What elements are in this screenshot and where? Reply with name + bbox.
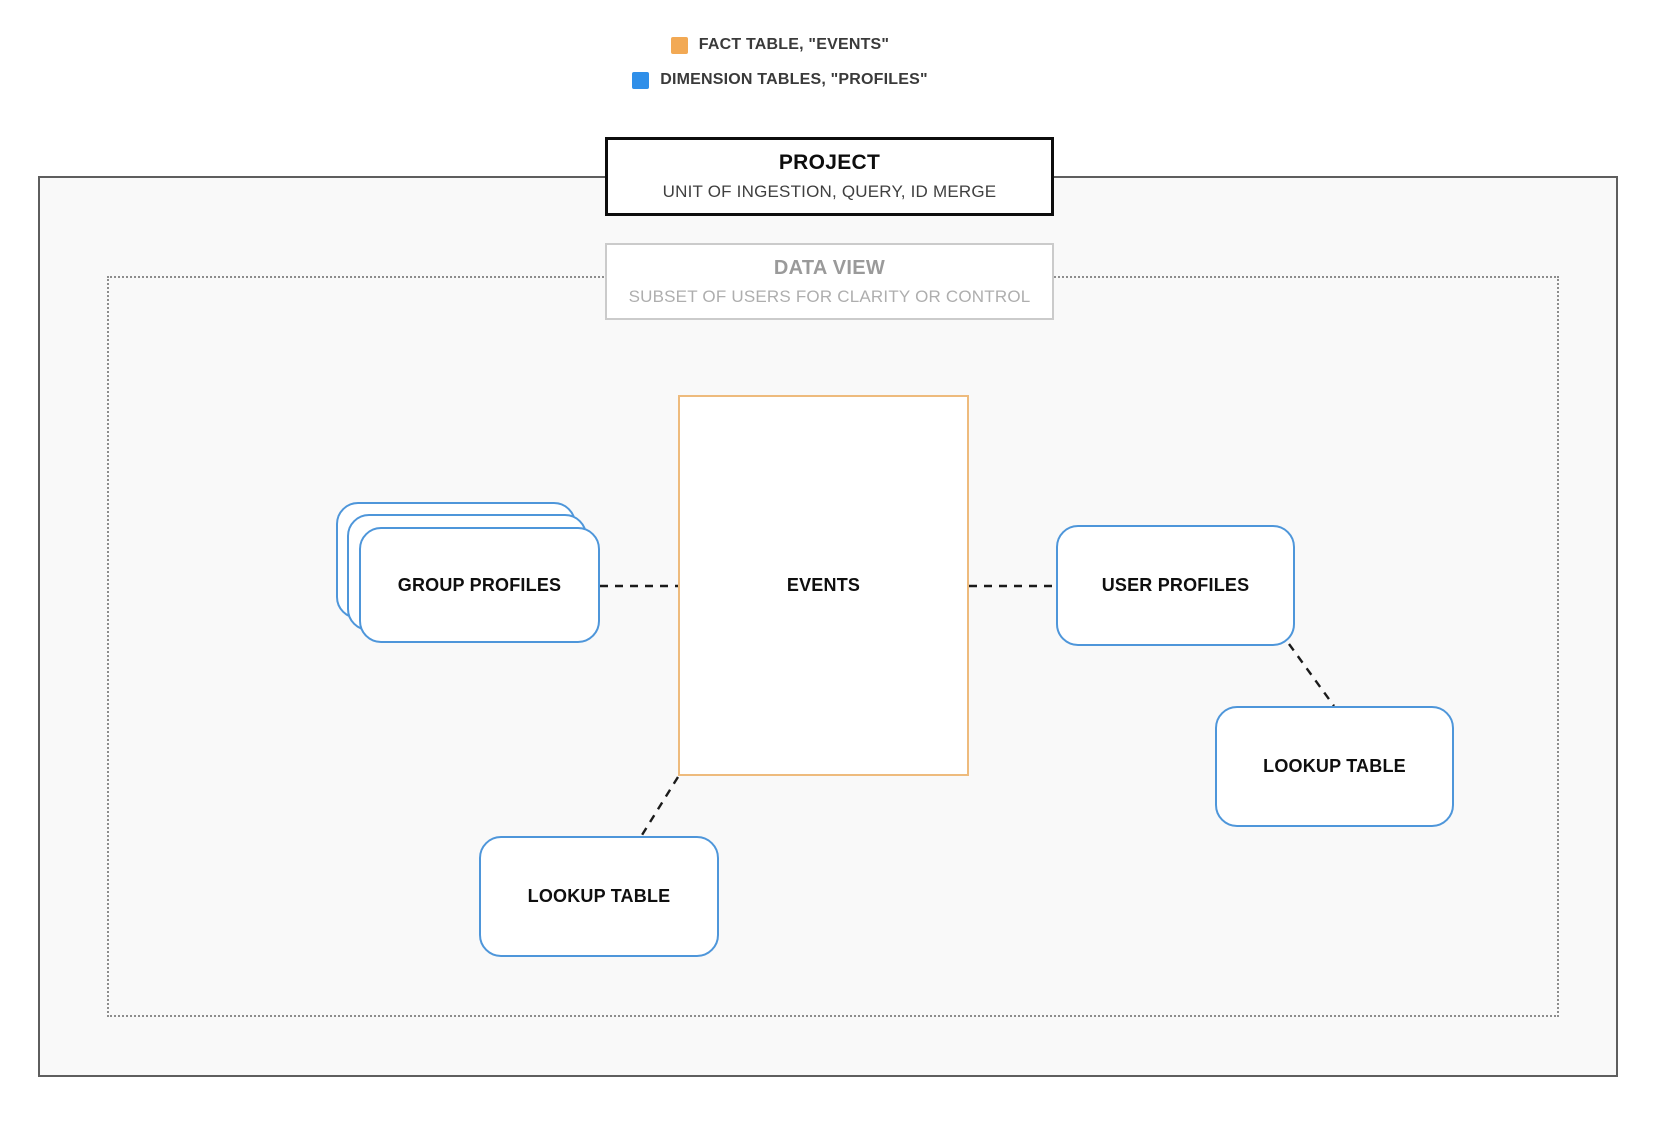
project-header: PROJECT UNIT OF INGESTION, QUERY, ID MER… <box>605 137 1054 216</box>
legend-item-fact-table: FACT TABLE, "EVENTS" <box>670 36 890 54</box>
fact-table-swatch-icon <box>670 36 688 54</box>
user-profiles-label: USER PROFILES <box>1101 575 1250 595</box>
node-user-profiles: USER PROFILES <box>1056 525 1295 646</box>
data-view-title: DATA VIEW <box>773 256 886 279</box>
lookup-table-bottom-label: LOOKUP TABLE <box>527 886 671 906</box>
node-lookup-table-right: LOOKUP TABLE <box>1215 706 1454 827</box>
events-label: EVENTS <box>786 575 861 595</box>
data-view-header: DATA VIEW SUBSET OF USERS FOR CLARITY OR… <box>605 243 1054 320</box>
node-group-profiles: GROUP PROFILES <box>359 527 600 643</box>
legend-item-dimension-tables: DIMENSION TABLES, "PROFILES" <box>632 71 928 89</box>
legend-label-dimension-tables: DIMENSION TABLES, "PROFILES" <box>660 71 928 88</box>
legend-label-fact-table: FACT TABLE, "EVENTS" <box>698 36 890 53</box>
project-subtitle: UNIT OF INGESTION, QUERY, ID MERGE <box>662 182 997 201</box>
legend: FACT TABLE, "EVENTS" DIMENSION TABLES, "… <box>0 36 1560 89</box>
project-title: PROJECT <box>778 151 881 174</box>
lookup-table-right-label: LOOKUP TABLE <box>1263 756 1406 776</box>
node-lookup-table-bottom: LOOKUP TABLE <box>479 836 719 957</box>
data-view-subtitle: SUBSET OF USERS FOR CLARITY OR CONTROL <box>628 286 1031 306</box>
group-profiles-label: GROUP PROFILES <box>397 574 562 595</box>
node-events: EVENTS <box>678 395 969 776</box>
dimension-tables-swatch-icon <box>632 71 650 89</box>
